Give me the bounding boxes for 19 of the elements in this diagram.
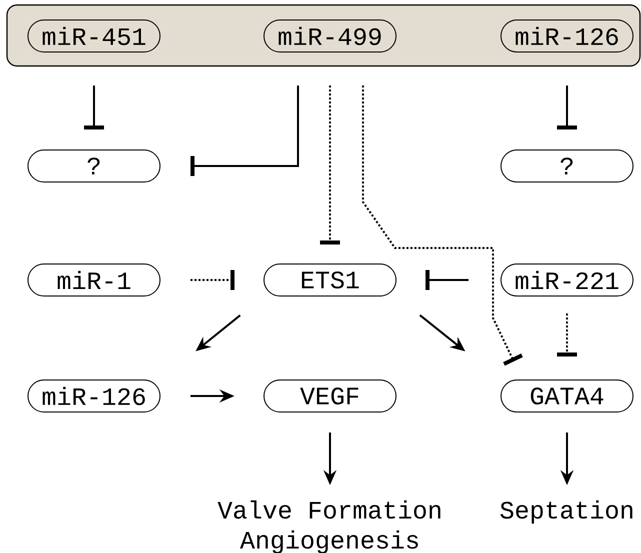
inhibition-line [557,86,577,130]
inhibition-line [84,86,104,130]
gene-pill: VEGF [264,380,396,412]
gene-pill: miR-221 [500,264,634,296]
inhibition-line [190,270,234,290]
gene-pill: miR-499 [264,20,396,52]
gene-pill: ? [500,150,634,182]
gene-pill: miR-451 [28,20,160,52]
gene-pill: miR-126 [28,380,160,412]
inhibition-line [320,86,340,244]
gene-pill: ETS1 [264,264,396,296]
gene-pill: ? [28,150,160,182]
inhibition-line [190,86,299,176]
gene-pill: miR-1 [28,264,160,296]
gene-pill: GATA4 [500,380,634,412]
inhibition-line [426,270,468,290]
gene-pill: miR-126 [500,20,634,52]
inhibition-line [557,314,577,356]
outcome-label: Septation [500,500,632,524]
